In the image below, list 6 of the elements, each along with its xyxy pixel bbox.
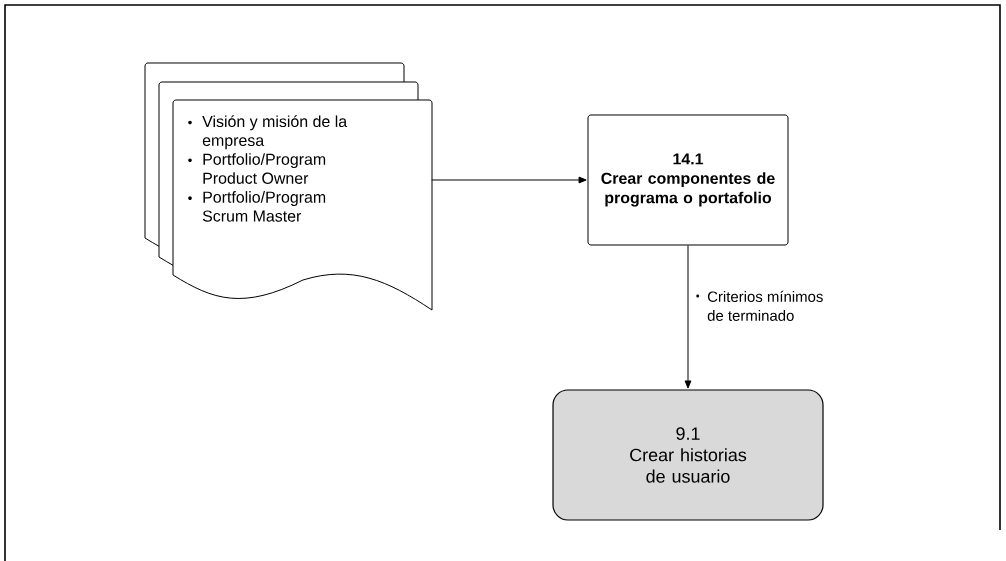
arrow [684, 245, 692, 389]
process-box: 14.1 Crear componentes de programa o portafolio [587, 114, 789, 246]
edge-label: Criterios mínimos de terminado [707, 290, 823, 321]
process-box: 9.1 Crear historias de usuario [552, 389, 824, 521]
document-stack: Visión y misión de la empresa Portfolio/Program Product Owner Portfolio/Program Scrum Master [144, 62, 433, 311]
arrow [431, 176, 587, 184]
